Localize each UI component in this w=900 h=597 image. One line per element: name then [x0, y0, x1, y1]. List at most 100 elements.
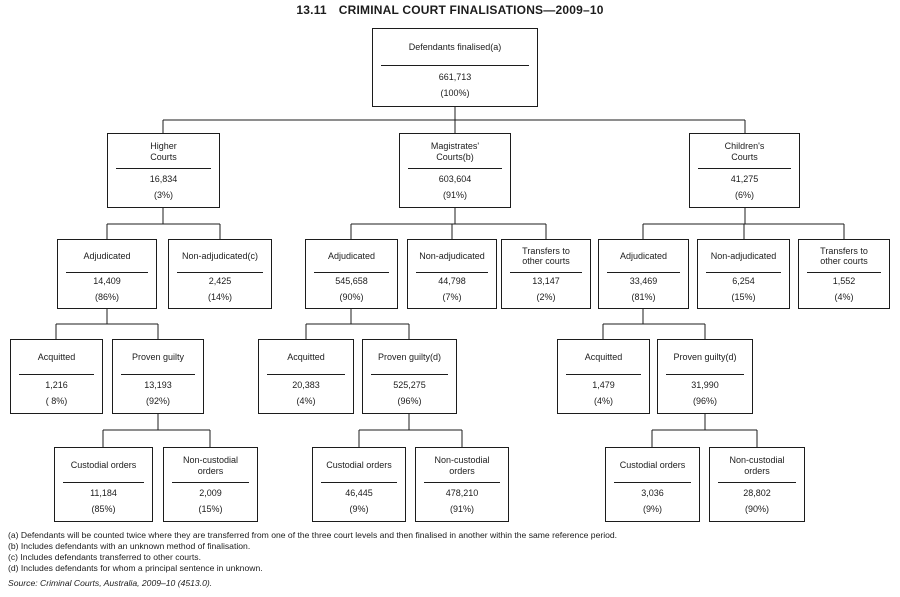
node-value: 603,604 [438, 173, 472, 184]
node-title: Children's Courts [724, 140, 765, 162]
node-title: Non-custodial orders [434, 454, 490, 476]
node-value: 3,036 [641, 487, 664, 498]
node-percent: (85%) [91, 503, 116, 514]
node-percent: (4%) [593, 395, 613, 406]
node-magistrates-non-adjudicated: Non-adjudicated 44,798(7%) [407, 239, 497, 309]
node-percent: (92%) [145, 395, 170, 406]
source-note: Source: Criminal Courts, Australia, 2009… [8, 578, 213, 588]
node-percent: (86%) [94, 291, 119, 302]
figure-number: 13.11 [296, 3, 327, 17]
node-title: Transfers to other courts [820, 245, 868, 267]
node-title: Acquitted [584, 352, 623, 363]
node-divider [116, 168, 211, 170]
node-value: 545,658 [335, 276, 368, 287]
node-divider [371, 374, 448, 376]
footnote-b: (b) Includes defendants with an unknown … [8, 541, 251, 551]
figure-title: CRIMINAL COURT FINALISATIONS—2009–10 [338, 3, 604, 17]
node-divider [607, 271, 680, 273]
node-value: 14,409 [93, 276, 121, 287]
node-higher-non-custodial-orders: Non-custodial orders 2,009(15%) [163, 447, 258, 522]
footnote-a: (a) Defendants will be counted twice whe… [8, 530, 618, 540]
node-divider [314, 271, 389, 273]
node-magistrates-proven-guilty: Proven guilty(d) 525,275(96%) [362, 339, 457, 414]
node-divider [408, 168, 502, 170]
node-defendants-finalised: Defendants finalised(a) 661,713(100%) [372, 28, 538, 107]
node-value: 6,254 [732, 276, 755, 287]
node-divider [66, 271, 148, 273]
node-divider [121, 374, 195, 376]
node-title: Adjudicated [327, 251, 376, 262]
node-value: 13,193 [144, 379, 172, 390]
footnotes-block: (a) Defendants will be counted twice whe… [8, 530, 888, 589]
node-percent: (15%) [198, 503, 223, 514]
node-value: 1,552 [832, 276, 856, 287]
node-childrens-acquitted: Acquitted 1,479(4%) [557, 339, 650, 414]
node-divider [177, 271, 263, 273]
node-title: Proven guilty(d) [673, 352, 737, 363]
node-divider [172, 482, 249, 484]
node-childrens-custodial-orders: Custodial orders 3,036(9%) [605, 447, 700, 522]
node-value: 46,445 [345, 487, 373, 498]
footnote-d: (d) Includes defendants for whom a princ… [8, 563, 263, 573]
node-value: 41,275 [730, 173, 759, 184]
node-value: 28,802 [743, 487, 771, 498]
node-divider [424, 482, 500, 484]
node-title: Magistrates' Courts(b) [430, 140, 480, 162]
node-value: 478,210 [445, 487, 479, 498]
node-magistrates-non-custodial-orders: Non-custodial orders 478,210 (91%) [415, 447, 509, 522]
page-title: 13.11 CRIMINAL COURT FINALISATIONS—2009–1… [0, 3, 900, 17]
node-value: 11,184 [90, 487, 117, 498]
node-higher-courts: Higher Courts 16,834(3%) [107, 133, 220, 208]
node-divider [267, 374, 345, 376]
node-title: Acquitted [287, 352, 325, 363]
node-divider [63, 482, 144, 484]
node-title: Acquitted [37, 352, 76, 363]
node-title: Non-adjudicated [419, 251, 485, 262]
node-percent: (90%) [744, 503, 769, 514]
node-percent: (9%) [349, 503, 369, 514]
node-divider [416, 271, 488, 273]
node-percent: (7%) [442, 291, 462, 302]
node-value: 2,425 [208, 276, 232, 287]
node-percent: (100%) [440, 87, 470, 98]
node-value: 20,383 [292, 379, 320, 390]
node-title: Non-custodial orders [729, 454, 785, 476]
node-childrens-transfers: Transfers to other courts 1,552 (4%) [798, 239, 890, 309]
node-percent: (90%) [339, 291, 364, 302]
node-higher-non-adjudicated: Non-adjudicated(c) 2,425(14%) [168, 239, 272, 309]
node-value: 31,990 [691, 379, 719, 390]
node-divider [666, 374, 744, 376]
node-title: Transfers to other courts [522, 245, 570, 267]
node-magistrates-courts: Magistrates' Courts(b) 603,604 (91%) [399, 133, 511, 208]
node-magistrates-custodial-orders: Custodial orders 46,445 (9%) [312, 447, 406, 522]
node-percent: (4%) [296, 395, 316, 406]
node-title: Non-custodial orders [182, 454, 239, 476]
node-value: 1,216 [45, 379, 68, 390]
node-percent: (6%) [734, 189, 754, 200]
node-divider [19, 374, 94, 376]
node-childrens-courts: Children's Courts 41,275 (6%) [689, 133, 800, 208]
node-value: 13,147 [532, 276, 560, 287]
node-title: Custodial orders [326, 460, 392, 471]
node-percent: (14%) [207, 291, 232, 302]
node-higher-proven-guilty: Proven guilty 13,193(92%) [112, 339, 204, 414]
node-childrens-adjudicated: Adjudicated 33,469(81%) [598, 239, 689, 309]
node-percent: (4%) [834, 291, 854, 302]
node-percent: (2%) [536, 291, 556, 302]
node-percent: (15%) [731, 291, 756, 302]
node-higher-custodial-orders: Custodial orders 11,184 (85%) [54, 447, 153, 522]
node-title: Custodial orders [70, 460, 137, 471]
node-percent: ( 8%) [45, 395, 68, 406]
node-higher-acquitted: Acquitted 1,216 ( 8%) [10, 339, 103, 414]
node-childrens-non-custodial-orders: Non-custodial orders 28,802 (90%) [709, 447, 805, 522]
node-title: Non-adjudicated [710, 251, 777, 262]
node-percent: (91%) [449, 503, 474, 514]
node-childrens-proven-guilty: Proven guilty(d) 31,990 (96%) [657, 339, 753, 414]
node-divider [614, 482, 691, 484]
node-divider [807, 271, 881, 273]
node-percent: (96%) [692, 395, 717, 406]
node-percent: (91%) [442, 189, 467, 200]
node-percent: (3%) [153, 189, 173, 200]
node-childrens-non-adjudicated: Non-adjudicated 6,254 (15%) [697, 239, 790, 309]
node-percent: (96%) [397, 395, 422, 406]
